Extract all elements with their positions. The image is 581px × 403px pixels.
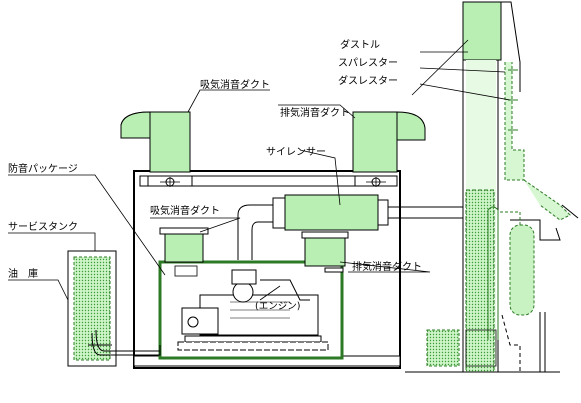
chimney-top-box (462, 1, 502, 61)
exhaust-duct-top (278, 104, 426, 187)
label-engine: (エンジン) (255, 301, 300, 312)
label-intake-duct-inner: 吸気消音ダクト (150, 204, 220, 217)
label-soundproof-package: 防音パッケージ (8, 162, 78, 175)
label-silencer: サイレンサー (266, 146, 326, 158)
label-exhaust-duct-inner: 排気消音ダクト (352, 260, 422, 273)
label-spa-lester: スパレスター (338, 57, 398, 69)
label-service-tank: サービスタンク (8, 221, 78, 233)
label-intake-duct-top: 吸気消音ダクト (200, 78, 270, 91)
label-exhaust-duct-top: 排気消音ダクト (280, 106, 350, 119)
label-dus-lester: ダスレスター (338, 74, 398, 87)
label-oil-tank: 油 庫 (8, 267, 38, 280)
intake-fan-icon (160, 177, 180, 187)
labels: ダストル スパレスター ダスレスター 吸気消音ダクト 排気消音ダクト サイレンサ… (8, 38, 422, 312)
service-tank (67, 250, 161, 367)
exhaust-fan-icon (366, 177, 386, 187)
chimney-stack (405, 1, 579, 373)
silencer (237, 149, 463, 260)
engine (177, 269, 329, 351)
label-duct-stool: ダストル (340, 38, 380, 51)
intake-duct-top (120, 89, 270, 187)
